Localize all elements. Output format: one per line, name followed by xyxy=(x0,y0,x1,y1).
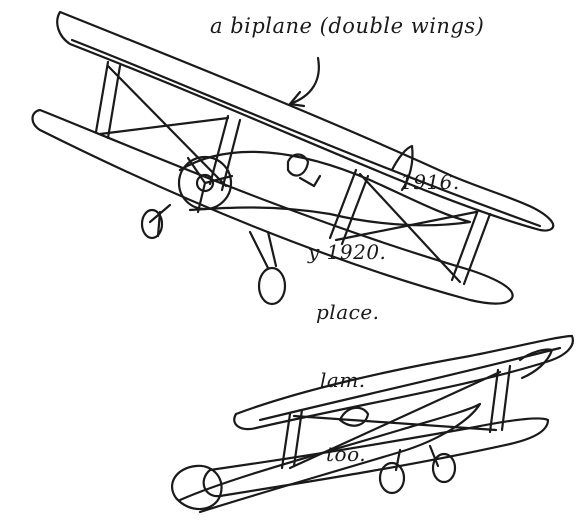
caption-label: a biplane (double wings) xyxy=(210,14,485,38)
pointer-arrow xyxy=(288,56,320,108)
biplane-upper-illustration xyxy=(31,10,555,306)
text-fragment-4: lam. xyxy=(320,368,366,392)
biplane-lower-illustration xyxy=(171,334,574,514)
text-fragment-3: place. xyxy=(316,300,380,324)
